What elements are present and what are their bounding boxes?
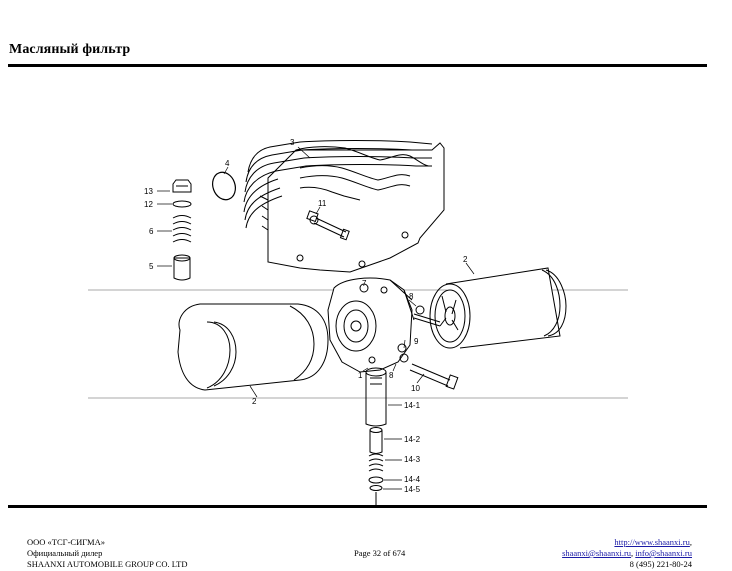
callout-11: 11: [318, 199, 327, 208]
phone-number: 8 (495) 221-80-24: [629, 559, 692, 569]
callout-12: 12: [144, 200, 153, 209]
website-link[interactable]: http://www.shaanxi.ru: [614, 537, 690, 547]
callout-14-2: 14-2: [404, 435, 421, 444]
valve-assembly-14: [365, 367, 387, 506]
filter-head-part: [327, 277, 415, 373]
bolt-10: [399, 353, 459, 390]
callout-13: 13: [144, 187, 153, 196]
callout-leaders: [157, 146, 475, 490]
bolt-11: [306, 210, 350, 241]
callout-14-3: 14-3: [404, 455, 421, 464]
callout-7: 7: [362, 279, 367, 288]
footer-contacts: http://www.shaanxi.ru, shaanxi@shaanxi.r…: [562, 537, 692, 569]
page-title: Масляный фильтр: [9, 42, 131, 57]
callout-2-left: 2: [252, 397, 257, 406]
callout-14-1: 14-1: [404, 401, 421, 410]
o-ring-4: [212, 171, 236, 201]
callout-4: 4: [225, 159, 230, 168]
group-name: SHAANXI AUTOMOBILE GROUP CO. LTD: [27, 559, 188, 569]
footer-company-info: ООО «ТСГ-СИГМА» Официальный дилер SHAANX…: [27, 537, 188, 570]
callout-14-4: 14-4: [404, 475, 421, 484]
company-name: ООО «ТСГ-СИГМА»: [27, 537, 105, 547]
filter-cartridge-right: [429, 267, 567, 349]
callout-3: 3: [290, 138, 295, 147]
callout-14-5: 14-5: [404, 485, 421, 494]
callout-8-lower: 8: [389, 371, 394, 380]
callout-8-upper: 8: [409, 292, 414, 301]
callout-9: 9: [414, 337, 419, 346]
callout-6: 6: [149, 227, 154, 236]
dealer-label: Официальный дилер: [27, 548, 103, 558]
callout-5: 5: [149, 262, 154, 271]
washer-8-right: [415, 305, 425, 315]
title-divider: [8, 64, 707, 67]
page-number: Page 32 of 674: [354, 548, 406, 558]
callout-2-right: 2: [463, 255, 468, 264]
callout-10: 10: [411, 384, 420, 393]
bypass-valve-stack: [172, 179, 192, 281]
oil-cooler-part: [243, 140, 445, 273]
email-link-shaanxi[interactable]: shaanxi@shaanxi.ru: [562, 548, 632, 558]
footer-divider: [8, 505, 707, 508]
callout-1: 1: [358, 371, 363, 380]
email-link-info[interactable]: info@shaanxi.ru: [635, 548, 692, 558]
filter-cartridge-left: [177, 303, 329, 391]
